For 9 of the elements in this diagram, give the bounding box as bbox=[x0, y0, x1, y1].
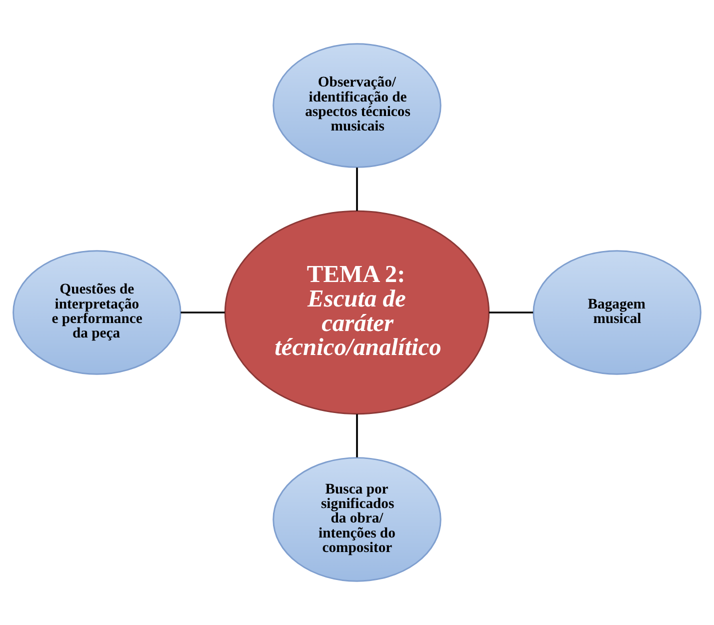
node-ellipse: Observação/ identificação de aspectos técnicos musicais bbox=[272, 43, 442, 168]
connector bbox=[489, 312, 534, 314]
node-ellipse: Busca por significados da obra/ intenções do compositor bbox=[272, 457, 442, 582]
connector bbox=[180, 312, 225, 314]
connector bbox=[356, 414, 358, 458]
connector bbox=[356, 168, 358, 211]
node-ellipse: TEMA 2: Escuta de caráter técnico/analítico bbox=[224, 210, 490, 415]
node-ellipse: Questões de interpretação e performance da peça bbox=[12, 250, 182, 375]
node-ellipse: Bagagem musical bbox=[532, 250, 702, 375]
